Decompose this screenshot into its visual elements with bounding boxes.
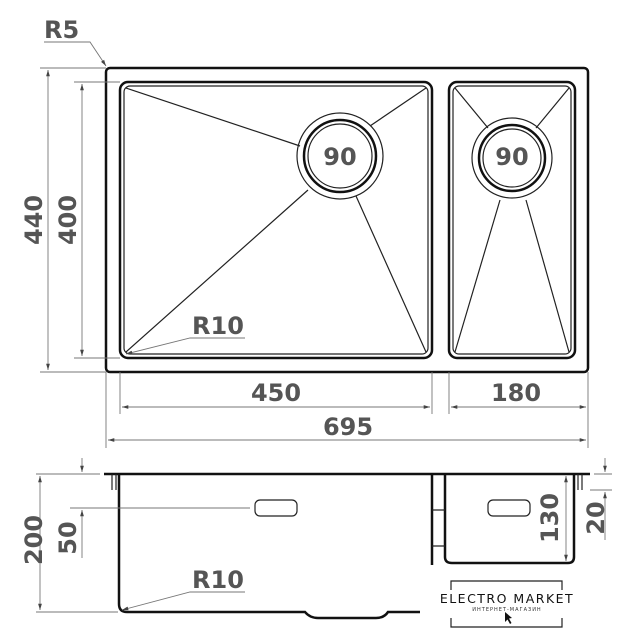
- r5-label: R5: [44, 16, 79, 44]
- dim-20: 20: [582, 501, 610, 534]
- r10-top-label: R10: [192, 312, 244, 340]
- dim-180: 180: [491, 379, 541, 407]
- dim-50: 50: [54, 521, 82, 554]
- right-drain-label: 90: [495, 143, 528, 171]
- electro-market-logo: ELECTRO MARKET ИНТЕРНЕТ-МАГАЗИН: [440, 580, 574, 628]
- logo-name: ELECTRO MARKET: [440, 591, 574, 606]
- sink-outline: [104, 66, 590, 374]
- top-view: 90 90 R5 440 400 R10 450 180 695: [20, 16, 590, 448]
- right-overflow: [487, 499, 531, 517]
- left-drain: [296, 112, 384, 200]
- dim-200: 200: [20, 515, 48, 565]
- right-drain: [471, 117, 553, 199]
- left-drain-label: 90: [323, 143, 356, 171]
- cursor-icon: [505, 612, 512, 624]
- r10-side-label: R10: [192, 566, 244, 594]
- side-view: 200 50 130 20 R10: [20, 458, 612, 620]
- dim-400: 400: [54, 195, 82, 245]
- right-bowl: [447, 80, 577, 360]
- dim-450: 450: [251, 379, 301, 407]
- logo-tagline: ИНТЕРНЕТ-МАГАЗИН: [472, 607, 541, 613]
- dim-695: 695: [323, 413, 373, 441]
- right-bowl-profile: [430, 474, 576, 565]
- left-overflow: [254, 499, 298, 517]
- dim-130: 130: [536, 493, 564, 543]
- left-bowl: [118, 80, 434, 360]
- left-bowl-profile: [117, 474, 420, 620]
- dim-440: 440: [20, 195, 48, 245]
